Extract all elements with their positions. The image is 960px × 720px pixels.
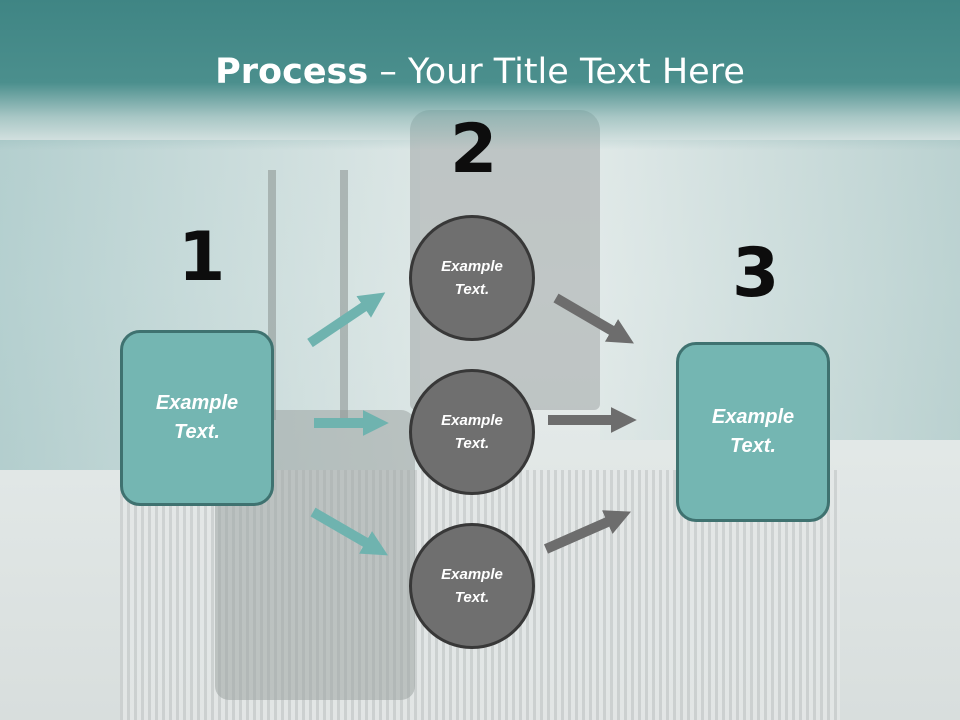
arrow-teal-up: [307, 292, 386, 348]
step-number-3: 3: [732, 234, 780, 313]
arrow-gray-up: [543, 510, 632, 554]
output-box: Example Text.: [676, 342, 830, 522]
step-number-1: 1: [178, 218, 226, 297]
step-number-2: 2: [450, 110, 498, 189]
process-circle-top: Example Text.: [409, 215, 535, 341]
input-box: Example Text.: [120, 330, 274, 506]
process-circle-middle: Example Text.: [409, 369, 535, 495]
process-circle-bottom-text: Example Text.: [441, 566, 503, 606]
process-circle-middle-text: Example Text.: [441, 412, 503, 452]
title-bar: [0, 0, 960, 150]
title-rest: – Your Title Text Here: [368, 52, 745, 92]
input-box-text: Example Text.: [155, 392, 239, 443]
arrow-gray-down: [553, 293, 634, 344]
title-bold: Process: [215, 52, 369, 92]
arrow-teal-down: [310, 507, 389, 556]
output-box-text: Example Text.: [711, 406, 795, 457]
process-circle-bottom: Example Text.: [409, 523, 535, 649]
slide-title: Process – Your Title Text Here: [0, 52, 960, 92]
process-circle-top-text: Example Text.: [441, 258, 503, 298]
